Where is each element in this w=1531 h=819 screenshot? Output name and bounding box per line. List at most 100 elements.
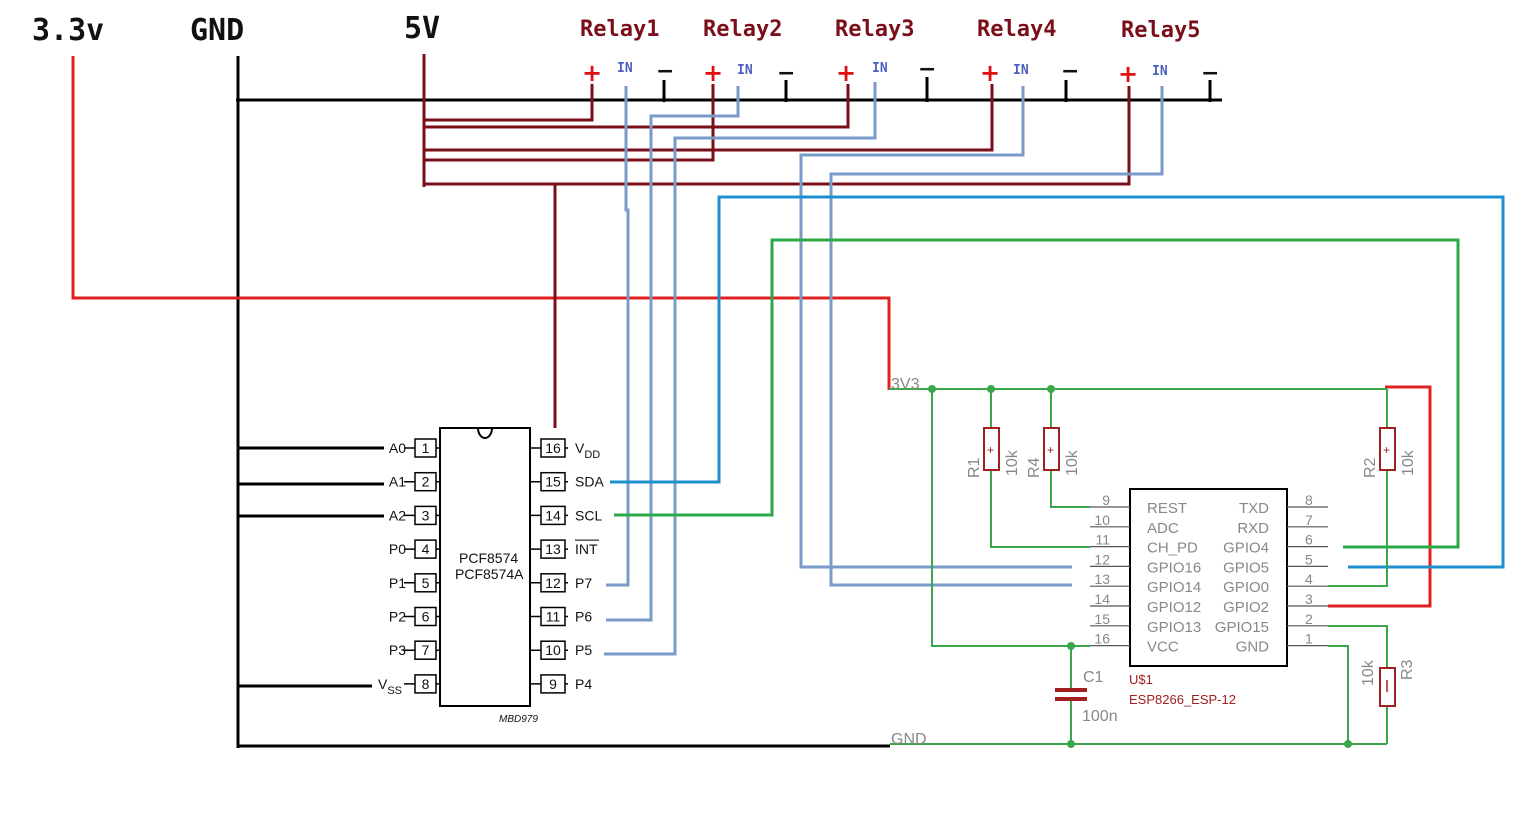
pin-number: 3 [1305, 591, 1313, 607]
esp-wires [889, 388, 1388, 745]
pin-number: 12 [1094, 551, 1110, 567]
pin-number: 14 [545, 507, 561, 523]
pin-box [540, 674, 566, 694]
pin-label: GPIO14 [1147, 579, 1201, 596]
pin-box [540, 606, 566, 627]
pin-label: P5 [575, 642, 592, 658]
pin-number: 11 [546, 609, 561, 625]
resistor-body [1043, 427, 1060, 471]
pin-number: 2 [422, 474, 430, 490]
esp8266-module: U$1 ESP8266_ESP-12 [1129, 488, 1288, 707]
pin-box [414, 539, 437, 559]
pin-label: ADC [1147, 520, 1179, 537]
pin-number: 9 [1102, 492, 1110, 508]
gnd-wires [236, 56, 1222, 748]
relay-1: Relay1 + IN − [580, 17, 674, 87]
pin-label: VDD [575, 440, 600, 461]
ic-body [439, 427, 531, 707]
pin-label: GPIO13 [1147, 619, 1201, 636]
pin-box [540, 640, 566, 660]
capacitor-c1: C1 100n [1055, 669, 1118, 725]
resistor-r1: + R1 10k [966, 427, 1021, 478]
pcf-pin-7: 7P3 [389, 640, 440, 660]
ic-name-2: PCF8574A [455, 566, 524, 582]
relay-5: Relay5 + IN − [1118, 18, 1219, 88]
pin-label: A2 [389, 507, 406, 523]
pcf-pin-5: 5P1 [389, 573, 440, 593]
pin-number: 8 [1305, 492, 1313, 508]
relay-label: Relay3 [835, 17, 914, 42]
relay-minus: − [918, 57, 936, 82]
pcf-pin-16: 16 VDD [530, 438, 600, 461]
pin-number: 14 [1094, 591, 1110, 607]
cap-plate-top [1055, 688, 1087, 692]
pin-box [414, 573, 437, 593]
pin-label: SDA [575, 474, 604, 490]
pin-number: 7 [1305, 512, 1313, 528]
relay-label: Relay1 [580, 17, 659, 42]
pcf-pin-6: 6P2 [389, 606, 440, 627]
relay-in: IN [872, 61, 888, 76]
pin-label: GND [1236, 639, 1270, 656]
pin-label: GPIO2 [1223, 599, 1269, 616]
pin-number: 2 [1305, 611, 1313, 627]
pin-label: VSS [378, 676, 402, 697]
pin-number: 16 [545, 440, 561, 456]
net-3v3-label: 3V3 [891, 376, 920, 393]
pin-label: P0 [389, 541, 406, 557]
resistor-r4: + R4 10k [1026, 427, 1081, 478]
pin-label: A1 [389, 474, 406, 490]
resistor-r2: + R2 10k [1362, 427, 1417, 478]
pin-number: 6 [1305, 532, 1313, 548]
pin-label: GPIO16 [1147, 559, 1201, 576]
pin-number: 7 [422, 642, 430, 658]
pin-box [540, 471, 566, 492]
pin-label: A0 [389, 440, 406, 456]
relay-label: Relay2 [703, 17, 782, 42]
pcf-pin-2: 2 A1 [389, 471, 440, 492]
pin-box [414, 471, 437, 492]
pin-label: GPIO15 [1215, 619, 1269, 636]
plus-mark: + [987, 443, 994, 457]
pin-label: P6 [575, 609, 592, 625]
ic-code: MBD979 [499, 714, 538, 725]
pin-number: 16 [1094, 631, 1110, 647]
relay-plus: + [836, 59, 856, 87]
plus-mark: + [1047, 443, 1054, 457]
pin-label: INT [575, 541, 598, 557]
pin-number: 1 [1305, 631, 1313, 647]
r2-value: 10k [1400, 449, 1417, 476]
pin-number: 15 [1094, 611, 1110, 627]
relay-minus: − [1061, 59, 1079, 84]
esp-ref: U$1 [1129, 672, 1153, 687]
pin-label: RXD [1237, 520, 1269, 537]
pin-box [540, 438, 566, 458]
pin-label: TXD [1239, 500, 1269, 517]
pin-number: 5 [1305, 551, 1313, 567]
pin-label: GPIO0 [1223, 579, 1269, 596]
pin-label: GPIO5 [1223, 559, 1269, 576]
pin-box [414, 640, 437, 660]
relay-in: IN [1152, 64, 1168, 79]
pin-number: 6 [422, 609, 430, 625]
relay-plus: + [703, 59, 723, 87]
rail-3v3-label: 3.3v [32, 13, 104, 48]
relay-in: IN [1013, 63, 1029, 78]
i2c-wires [610, 195, 1505, 569]
relay-label: Relay4 [977, 17, 1056, 42]
rail-5v-label: 5V [404, 11, 440, 46]
